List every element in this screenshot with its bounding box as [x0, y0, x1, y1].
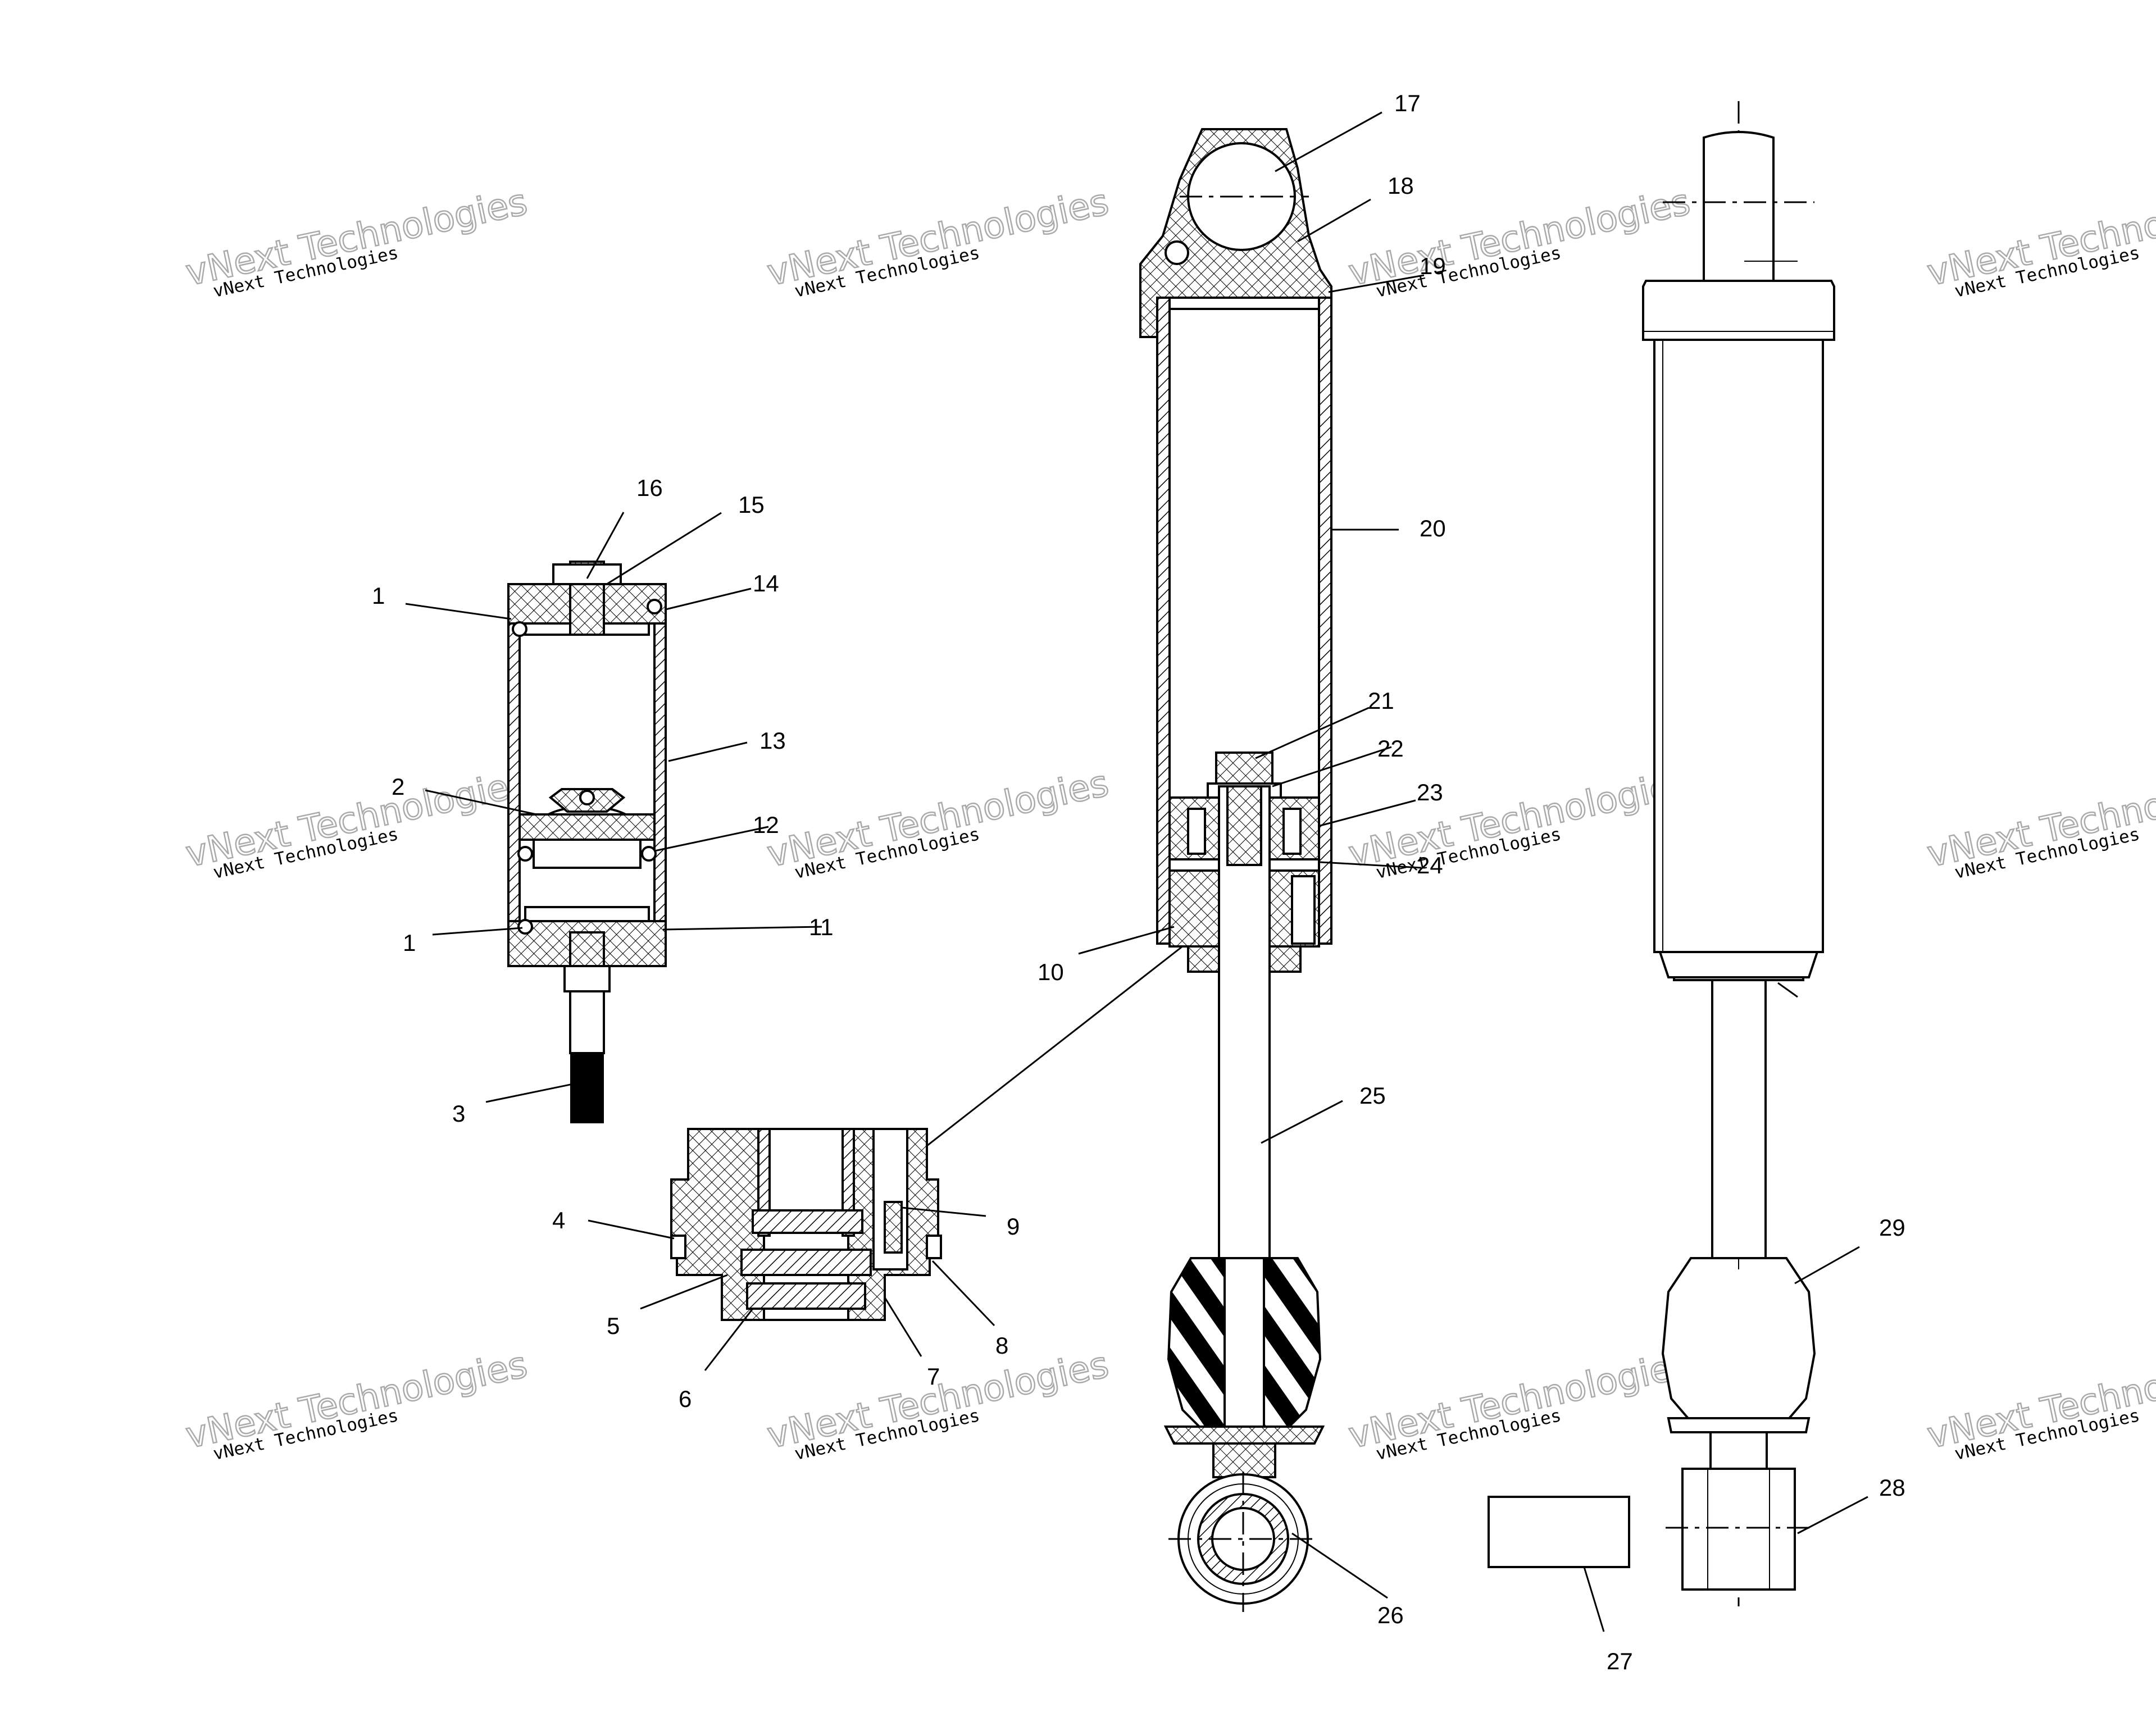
callout-18: 18 — [1388, 172, 1414, 199]
exterior-lower-neck — [1709, 1431, 1768, 1470]
callout-1: 1 — [372, 582, 385, 609]
callout-1: 1 — [403, 930, 416, 956]
callout-2: 2 — [392, 773, 404, 800]
hose — [570, 1053, 604, 1123]
callout-21: 21 — [1368, 687, 1394, 714]
bushing-right — [842, 1128, 855, 1237]
reservoir-bottom-lip — [524, 906, 650, 922]
piston-port-left — [1187, 808, 1206, 855]
wiper — [746, 1282, 866, 1310]
exterior-bump-plate — [1667, 1417, 1811, 1433]
callout-27: 27 — [1607, 1648, 1633, 1674]
callout-9: 9 — [1007, 1213, 1020, 1240]
watermark: vNext Technologies vNext Technologies — [1344, 1344, 1694, 1464]
exterior-top-collar — [1642, 280, 1835, 341]
lower-threaded-end — [1212, 1442, 1276, 1478]
bleed-screw — [884, 1201, 903, 1254]
shock-cross-section — [1139, 128, 1332, 1612]
piston-seal-band — [518, 813, 656, 841]
valve-cap — [552, 563, 622, 585]
shock-exterior-view — [1642, 101, 1835, 1606]
reservoir-assembly — [507, 561, 667, 1123]
watermark: vNext Technologies vNext Technologies — [181, 181, 531, 302]
seal-head-bleed — [1291, 875, 1316, 945]
watermark: vNext Technologies vNext Technologies — [181, 762, 531, 883]
watermark: vNext Technologies vNext Technologies — [1923, 762, 2156, 883]
watermark: vNext Technologies vNext Technologies — [1923, 1344, 2156, 1464]
o-ring-top-right — [647, 599, 662, 614]
callout-22: 22 — [1377, 735, 1404, 762]
o-ring-top-left — [512, 621, 527, 637]
callout-29: 29 — [1879, 1214, 1905, 1241]
shaft-thru-bump — [1223, 1257, 1265, 1431]
callout-23: 23 — [1417, 779, 1443, 805]
grease-fitting — [1165, 240, 1189, 265]
exterior-bump-stop — [1661, 1257, 1816, 1419]
callout-3: 3 — [452, 1100, 465, 1127]
callout-8: 8 — [995, 1332, 1008, 1359]
callout-20: 20 — [1420, 515, 1446, 541]
callout-6: 6 — [679, 1386, 692, 1412]
watermark: vNext Technologies vNext Technologies — [1344, 762, 1694, 883]
piston-port-right — [1282, 808, 1302, 855]
callout-28: 28 — [1879, 1474, 1905, 1501]
piston-lock-nut — [1215, 752, 1273, 787]
tube-wall-left — [1156, 297, 1171, 945]
bushing-left — [757, 1128, 771, 1237]
callout-24: 24 — [1417, 852, 1443, 878]
o-ring-bottom — [517, 919, 533, 935]
callout-11: 11 — [809, 914, 834, 940]
o-ring-piston-right — [641, 846, 657, 862]
tube-top-bevel — [1168, 297, 1320, 310]
callout-12: 12 — [753, 812, 779, 838]
callout-7: 7 — [927, 1363, 940, 1390]
reservoir-wall-left — [507, 583, 521, 967]
exterior-bottom-eye — [1681, 1468, 1796, 1591]
hose-fitting-nut — [563, 965, 611, 992]
shaft-arrow — [1777, 982, 1798, 998]
watermark: vNext Technologies vNext Technologies — [763, 762, 1113, 883]
exterior-shaft — [1711, 979, 1767, 1259]
seal-upper — [752, 1209, 863, 1234]
hose-fitting-socket — [569, 931, 605, 967]
exterior-body — [1653, 339, 1824, 953]
seal-head-detail — [670, 1128, 942, 1321]
leader-lines — [405, 111, 1868, 1632]
callout-14: 14 — [753, 570, 779, 596]
piston-center — [579, 790, 595, 805]
watermark: vNext Technologies vNext Technologies — [763, 181, 1113, 302]
o-ring-outer-right — [926, 1235, 942, 1259]
detail-leader — [926, 945, 1183, 1147]
callout-26: 26 — [1377, 1602, 1404, 1628]
callout-labels: 1 1 2 3 4 5 6 7 8 9 10 11 12 13 14 15 16… — [372, 90, 1905, 1674]
hose-fitting-stem — [569, 990, 605, 1054]
watermark: vNext Technologies vNext Technologies — [1923, 181, 2156, 302]
seal-lower — [740, 1249, 872, 1276]
lower-bump-plate — [1163, 1426, 1325, 1445]
o-ring-outer — [670, 1235, 686, 1259]
mounting-sleeve — [1488, 1496, 1630, 1568]
callout-16: 16 — [636, 475, 663, 501]
reservoir-wall-right — [653, 583, 667, 967]
callout-15: 15 — [738, 491, 765, 518]
exterior-top-stud — [1703, 131, 1775, 282]
callout-13: 13 — [759, 727, 786, 754]
callout-5: 5 — [607, 1313, 620, 1339]
callout-17: 17 — [1394, 90, 1421, 116]
reservoir-body — [507, 583, 667, 967]
exterior-seal-head — [1658, 951, 1819, 978]
callout-4: 4 — [552, 1207, 565, 1233]
callout-19: 19 — [1420, 253, 1446, 279]
callout-25: 25 — [1359, 1082, 1386, 1109]
callout-10: 10 — [1038, 959, 1064, 985]
o-ring-piston-left — [517, 846, 533, 862]
watermark: vNext Technologies vNext Technologies — [181, 1344, 531, 1464]
shaft-threaded-top — [1226, 785, 1262, 866]
tube-wall-right — [1318, 297, 1332, 945]
